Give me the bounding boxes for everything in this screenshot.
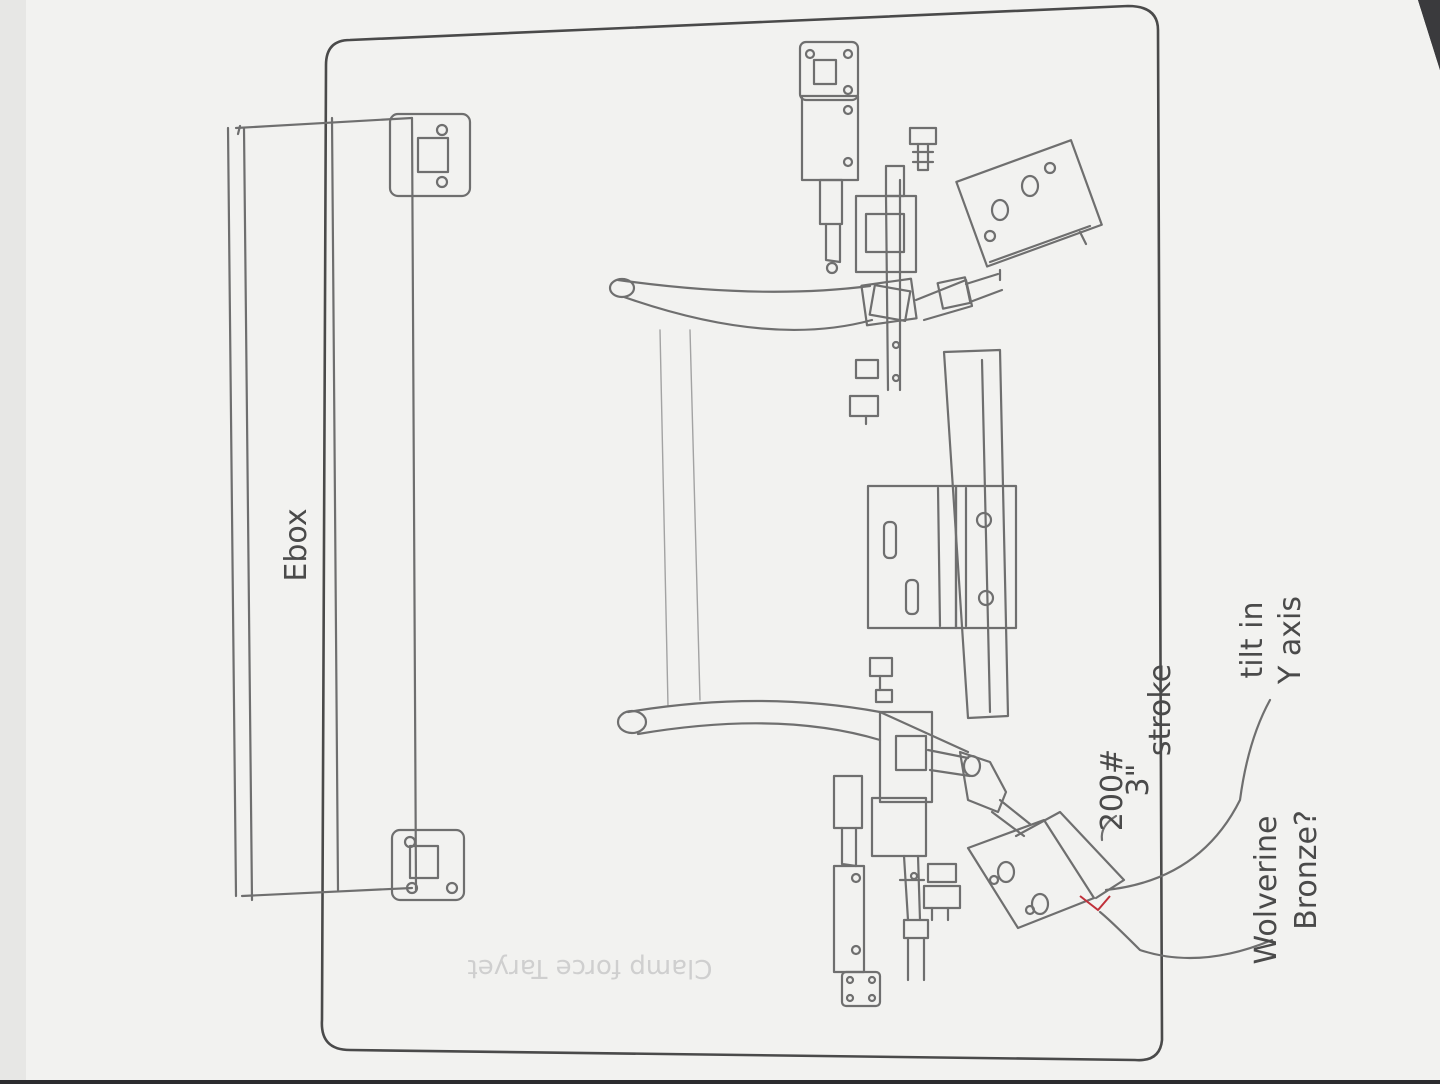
outer-frame [320,4,1164,1062]
top-clamp-assembly [798,40,1004,392]
tilt-line2-label: Y axis [1273,596,1308,685]
bushing-line2-label: Bronze? [1289,810,1324,930]
vertical-bar [942,348,1010,720]
ebox-hinge-top [388,112,472,198]
small-clamp-lower [868,656,894,704]
paper-shadow [1418,0,1440,70]
ebox-enclosure: Ebox [226,116,418,902]
bottom-screw [922,862,962,922]
bottom-left-actuator [832,774,882,1008]
small-clamp-upper [848,358,880,426]
annotation-leaders [1098,698,1274,960]
ebox-label: Ebox [279,508,314,581]
top-actuator-block [955,139,1103,282]
ghost-show-through-text: Clamp force Taryet [468,953,713,983]
stroke-word-label: stroke [1143,664,1178,756]
tilt-line1-label: tilt in [1235,601,1270,678]
paper-edge [0,0,26,1080]
force-rating-label: 200# [1095,749,1130,831]
bottom-clamp-assembly [870,710,1032,982]
stroke-length-label: 3" [1121,764,1156,797]
top-screw [908,126,938,172]
upper-tube [608,277,874,332]
middle-hinge-pair [866,484,1018,630]
lower-tube [616,699,970,754]
ebox-hinge-bottom [390,828,466,902]
bushing-line1-label: Wolverine [1249,816,1284,965]
faint-guide-lines [659,329,701,707]
